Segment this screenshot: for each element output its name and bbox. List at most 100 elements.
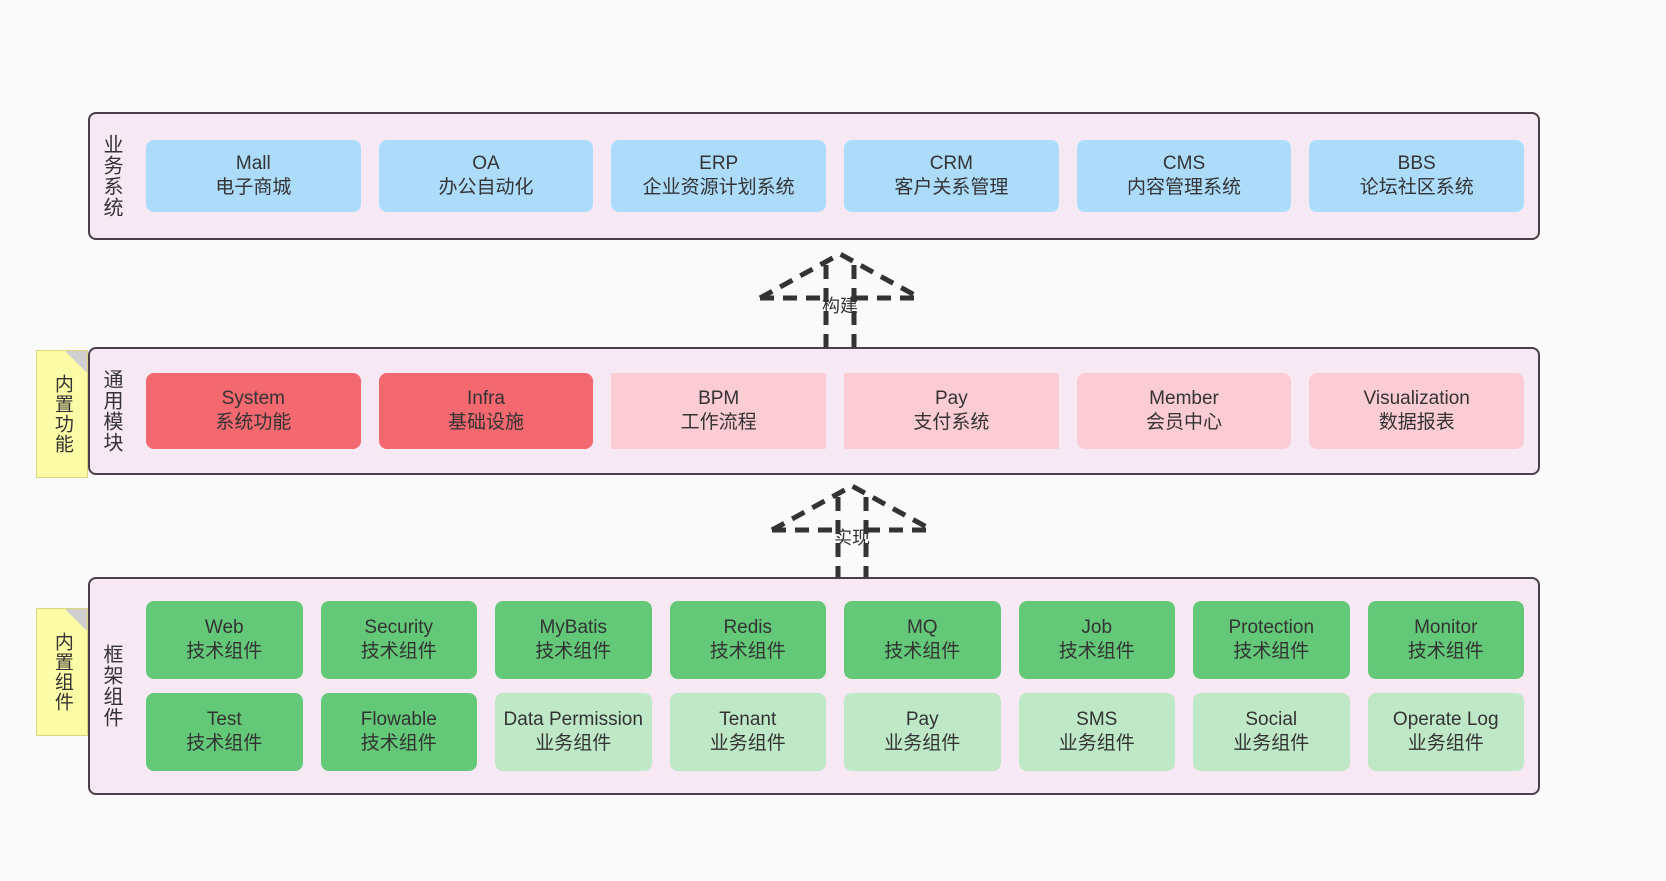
module-box-crm[interactable]: CRM 客户关系管理 — [844, 140, 1059, 212]
module-box-pay[interactable]: Pay 支付系统 — [844, 373, 1059, 449]
component-box-web[interactable]: Web 技术组件 — [146, 601, 303, 679]
module-name-cn: 企业资源计划系统 — [642, 177, 795, 198]
connector-label-build: 构建 — [822, 296, 858, 316]
module-name-en: Member — [1149, 387, 1219, 409]
module-box-visualization[interactable]: Visualization 数据报表 — [1309, 373, 1525, 449]
note-fold-corner-icon — [65, 609, 87, 631]
component-name-en: Monitor — [1414, 616, 1478, 638]
component-name-en: Tenant — [719, 708, 777, 730]
framework-business-components-row: Test 技术组件 Flowable 技术组件 Data Permission … — [146, 693, 1524, 771]
module-name-cn: 基础设施 — [448, 412, 525, 433]
component-name-cn: 业务组件 — [1233, 733, 1310, 754]
module-box-erp[interactable]: ERP 企业资源计划系统 — [611, 140, 827, 212]
module-name-en: Visualization — [1363, 387, 1470, 409]
component-name-cn: 技术组件 — [1233, 641, 1310, 662]
module-name-en: Pay — [934, 387, 968, 409]
layer-title-framework-components: 框架组件 — [100, 644, 122, 728]
component-name-cn: 技术组件 — [1407, 641, 1484, 662]
module-name-cn: 客户关系管理 — [894, 177, 1009, 198]
component-name-cn: 技术组件 — [1058, 641, 1135, 662]
component-name-en: Web — [204, 616, 244, 638]
component-name-en: Pay — [905, 708, 939, 730]
layer-body-framework-components: Web 技术组件 Security 技术组件 MyBatis 技术组件 Redi… — [132, 579, 1538, 793]
layer-framework-components: 框架组件 Web 技术组件 Security 技术组件 MyBatis 技术组件… — [88, 577, 1540, 795]
component-name-en: Social — [1245, 708, 1298, 730]
module-name-cn: 论坛社区系统 — [1359, 177, 1474, 198]
connector-arrowhead — [758, 251, 922, 301]
module-box-cms[interactable]: CMS 内容管理系统 — [1076, 140, 1292, 212]
module-name-cn: 系统功能 — [215, 412, 292, 433]
note-builtin-component: 内置组件 — [36, 608, 88, 736]
component-box-pay[interactable]: Pay 业务组件 — [844, 693, 1001, 771]
module-box-bpm[interactable]: BPM 工作流程 — [611, 373, 827, 449]
component-box-data-permission[interactable]: Data Permission 业务组件 — [495, 693, 652, 771]
component-name-en: SMS — [1076, 708, 1118, 730]
layer-business-system: 业务系统 Mall 电子商城 OA 办公自动化 ERP 企业资源计划系统 CRM — [88, 112, 1540, 240]
component-box-tenant[interactable]: Tenant 业务组件 — [669, 693, 826, 771]
module-name-cn: 电子商城 — [215, 177, 292, 198]
module-name-cn: 会员中心 — [1146, 412, 1223, 433]
component-box-flowable[interactable]: Flowable 技术组件 — [320, 693, 477, 771]
component-name-cn: 技术组件 — [186, 641, 263, 662]
component-box-monitor[interactable]: Monitor 技术组件 — [1367, 601, 1524, 679]
connector-build: 构建 — [740, 251, 940, 362]
component-box-sms[interactable]: SMS 业务组件 — [1018, 693, 1175, 771]
component-name-cn: 技术组件 — [535, 641, 612, 662]
component-name-cn: 技术组件 — [360, 641, 437, 662]
component-name-cn: 业务组件 — [884, 733, 961, 754]
layer-body-business-system: Mall 电子商城 OA 办公自动化 ERP 企业资源计划系统 CRM 客户关系… — [132, 114, 1538, 238]
module-box-mall[interactable]: Mall 电子商城 — [146, 140, 361, 212]
component-box-social[interactable]: Social 业务组件 — [1193, 693, 1350, 771]
component-box-job[interactable]: Job 技术组件 — [1018, 601, 1175, 679]
component-box-security[interactable]: Security 技术组件 — [320, 601, 477, 679]
component-name-cn: 技术组件 — [709, 641, 786, 662]
component-box-redis[interactable]: Redis 技术组件 — [669, 601, 826, 679]
note-builtin-feature: 内置功能 — [36, 350, 88, 478]
component-box-protection[interactable]: Protection 技术组件 — [1193, 601, 1350, 679]
component-name-cn: 技术组件 — [186, 733, 263, 754]
component-box-mybatis[interactable]: MyBatis 技术组件 — [495, 601, 652, 679]
module-name-en: System — [221, 387, 286, 409]
component-name-cn: 技术组件 — [360, 733, 437, 754]
component-box-operate-log[interactable]: Operate Log 业务组件 — [1367, 693, 1524, 771]
module-name-en: BPM — [698, 387, 740, 409]
layer-body-common-modules: System 系统功能 Infra 基础设施 BPM 工作流程 Pay 支付系统… — [132, 349, 1538, 473]
module-name-en: CMS — [1162, 152, 1206, 174]
module-name-cn: 办公自动化 — [438, 177, 534, 198]
component-name-cn: 技术组件 — [884, 641, 961, 662]
component-name-en: Test — [206, 708, 242, 730]
module-name-en: Infra — [466, 387, 506, 409]
component-name-en: Job — [1081, 616, 1113, 638]
connector-arrowhead — [770, 483, 934, 533]
module-name-en: OA — [472, 152, 500, 174]
framework-tech-components-row: Web 技术组件 Security 技术组件 MyBatis 技术组件 Redi… — [146, 601, 1524, 679]
component-name-cn: 业务组件 — [709, 733, 786, 754]
connector-implement: 实现 — [752, 483, 952, 594]
module-name-cn: 工作流程 — [680, 412, 757, 433]
module-name-cn: 内容管理系统 — [1127, 177, 1242, 198]
component-name-en: Data Permission — [503, 708, 643, 730]
component-name-cn: 业务组件 — [1058, 733, 1135, 754]
business-system-row: Mall 电子商城 OA 办公自动化 ERP 企业资源计划系统 CRM 客户关系… — [146, 140, 1525, 212]
note-label: 内置功能 — [51, 374, 73, 454]
connector-label-implement: 实现 — [834, 528, 870, 548]
module-name-en: Mall — [235, 152, 271, 174]
component-name-en: Security — [364, 616, 434, 638]
module-box-bbs[interactable]: BBS 论坛社区系统 — [1309, 140, 1525, 212]
component-name-en: MQ — [906, 616, 938, 638]
module-box-oa[interactable]: OA 办公自动化 — [378, 140, 594, 212]
common-modules-row: System 系统功能 Infra 基础设施 BPM 工作流程 Pay 支付系统… — [146, 373, 1525, 449]
module-name-cn: 支付系统 — [913, 412, 990, 433]
note-fold-corner-icon — [65, 351, 87, 373]
module-box-member[interactable]: Member 会员中心 — [1076, 373, 1292, 449]
module-name-en: ERP — [699, 152, 739, 174]
component-name-cn: 业务组件 — [1407, 733, 1484, 754]
module-name-en: CRM — [929, 152, 973, 174]
component-name-en: Operate Log — [1392, 708, 1499, 730]
module-box-system[interactable]: System 系统功能 — [146, 373, 361, 449]
component-name-en: Flowable — [360, 708, 437, 730]
component-box-test[interactable]: Test 技术组件 — [146, 693, 303, 771]
module-box-infra[interactable]: Infra 基础设施 — [378, 373, 594, 449]
note-label: 内置组件 — [51, 632, 73, 712]
component-box-mq[interactable]: MQ 技术组件 — [844, 601, 1001, 679]
